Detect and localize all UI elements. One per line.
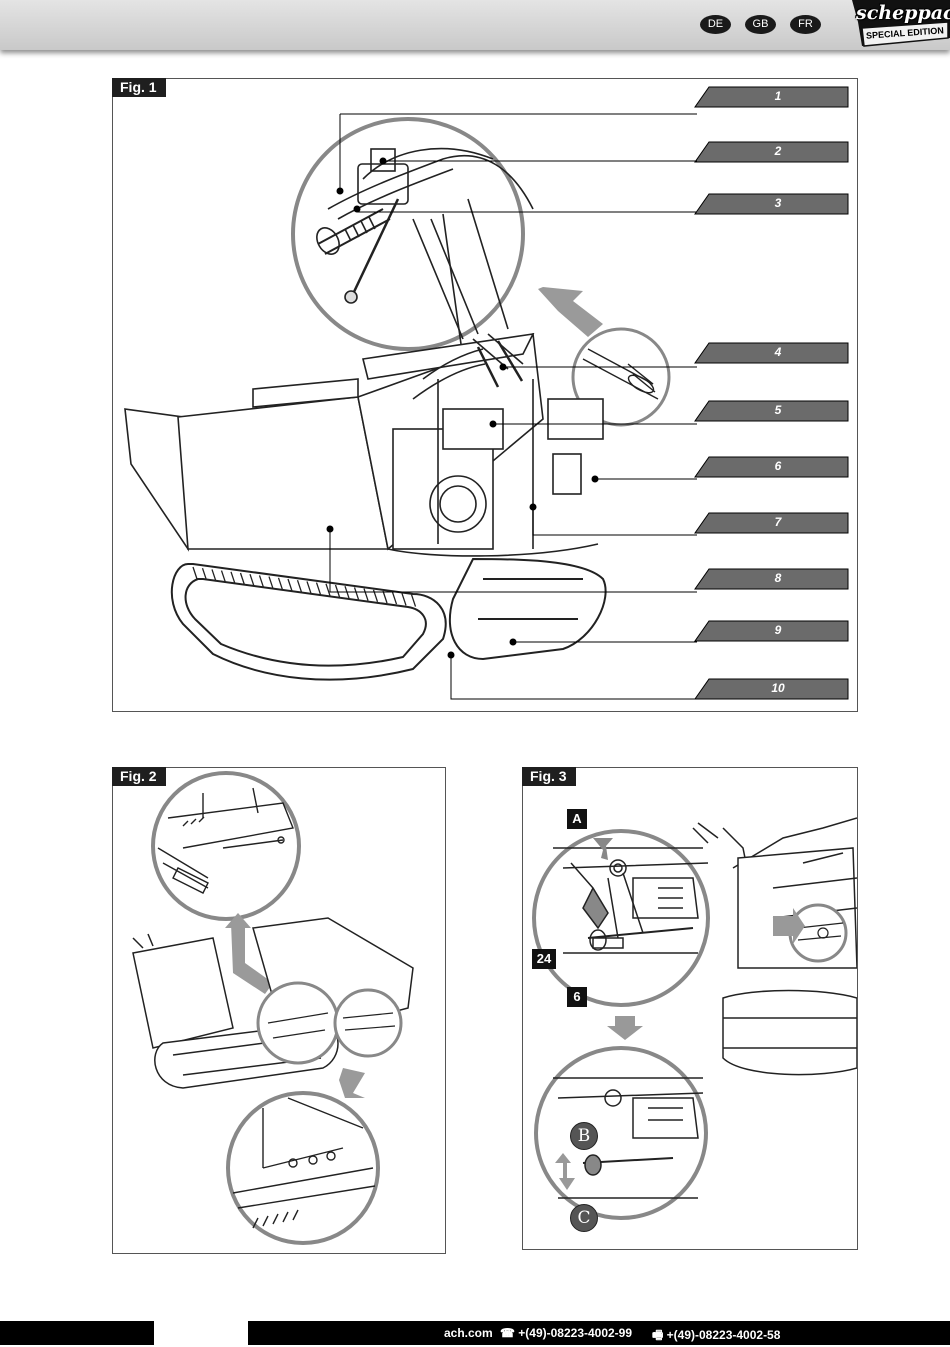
- callout-bar-4: [694, 342, 849, 364]
- callout-label-5: 5: [774, 403, 782, 417]
- callout-bar-2: [694, 141, 849, 163]
- callout-bar-7: [694, 512, 849, 534]
- label-c-circle: C: [570, 1204, 598, 1232]
- brand-logo-text: scheppach: [856, 2, 950, 24]
- lang-de-badge[interactable]: DE: [700, 15, 731, 34]
- lang-gb-badge[interactable]: GB: [745, 15, 776, 34]
- fig2-bucket-mount-illustration: [132, 771, 414, 1245]
- label-24-badge: 24: [532, 949, 556, 969]
- callout-bar-9: [694, 620, 849, 642]
- fig1-dumper-illustration: [124, 86, 849, 700]
- fig3-title: Fig. 3: [522, 767, 576, 786]
- fig3-tipping-lever-illustration: [532, 817, 857, 1220]
- label-6-badge: 6: [567, 987, 587, 1007]
- callout-label-9: 9: [774, 623, 782, 637]
- callout-label-4: 4: [774, 345, 782, 359]
- callout-label-6: 6: [774, 459, 782, 473]
- fig1-title: Fig. 1: [112, 78, 166, 97]
- label-a-badge: A: [567, 809, 587, 829]
- lang-fr-badge[interactable]: FR: [790, 15, 821, 34]
- fig3-panel: Fig. 3: [522, 767, 858, 1250]
- callout-bar-6: [694, 456, 849, 478]
- footer-website[interactable]: ach.com: [444, 1326, 493, 1340]
- scheppach-logo: [852, 0, 950, 47]
- fig1-panel: Fig. 1: [112, 78, 858, 712]
- callout-bar-8: [694, 568, 849, 590]
- callout-bar-1: [694, 86, 849, 108]
- label-b-circle: B: [570, 1122, 598, 1150]
- callout-label-7: 7: [774, 515, 782, 529]
- fig2-title: Fig. 2: [112, 767, 166, 786]
- callout-label-10: 10: [771, 681, 785, 695]
- callout-bar-5: [694, 400, 849, 422]
- footer-fax: 🖷 +(49)-08223-4002-58: [652, 1328, 781, 1342]
- page-header: DE GB FR scheppach SPECIAL EDITION: [0, 0, 950, 50]
- callout-label-8: 8: [774, 571, 782, 585]
- callout-label-1: 1: [774, 89, 782, 103]
- callout-bar-10: [694, 678, 849, 700]
- callout-bar-3: [694, 193, 849, 215]
- footer-phone: ☎ +(49)-08223-4002-99: [500, 1326, 633, 1340]
- fig2-panel: Fig. 2: [112, 767, 446, 1254]
- footer-page-number-box: [154, 1321, 248, 1345]
- callout-label-3: 3: [774, 196, 782, 210]
- callout-label-2: 2: [774, 144, 782, 158]
